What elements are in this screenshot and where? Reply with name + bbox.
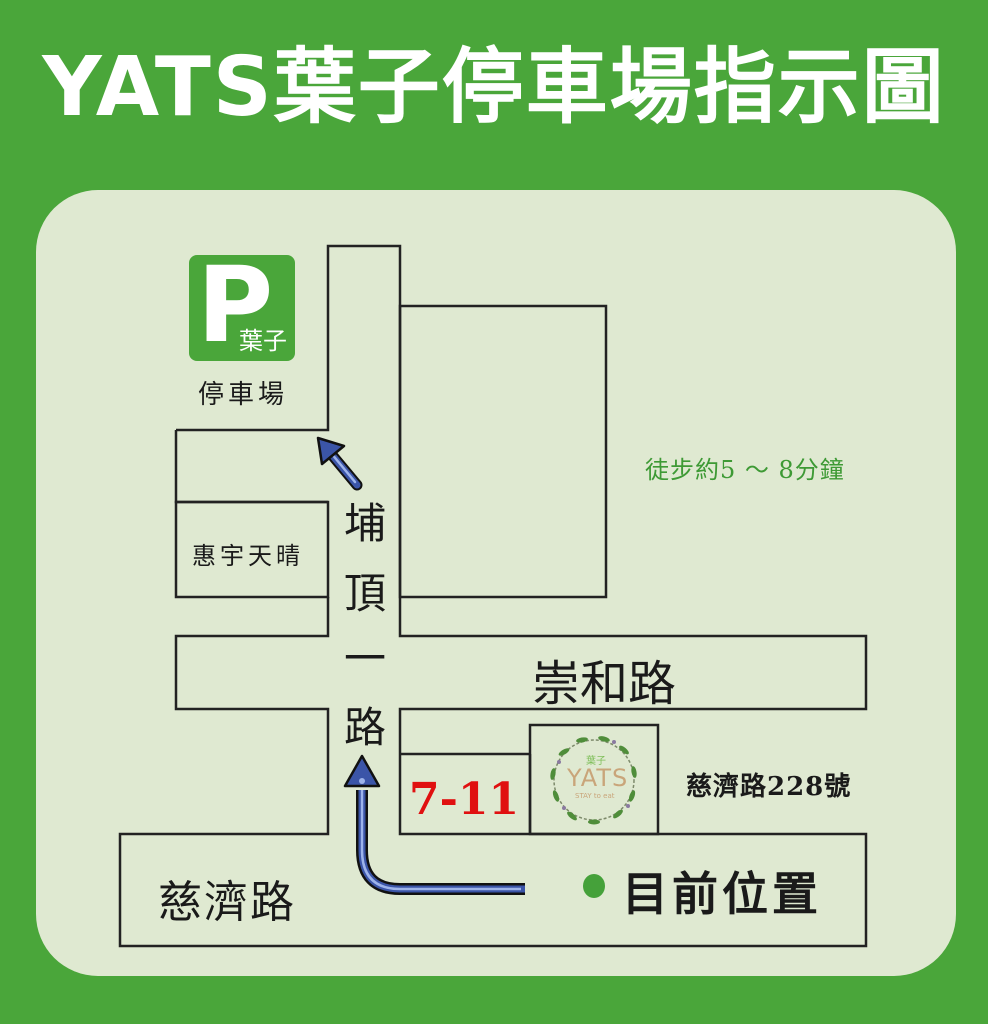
yats-logo-name: YATS — [567, 764, 629, 792]
parking-sign-icon: P 葉子 — [189, 245, 295, 365]
road-label-char: 頂 — [343, 569, 386, 618]
route-arrow-diagonal-icon — [316, 436, 363, 491]
building-huiyu-label: 惠宇天晴 — [192, 542, 304, 570]
parking-letter: P — [197, 244, 274, 366]
road-label-char: 埔 — [343, 499, 386, 548]
page-title: YATS葉子停車場指示圖 — [42, 40, 946, 135]
road-label-char: 一 — [343, 634, 386, 683]
seven-eleven-label: 7-11 — [409, 774, 520, 825]
route-arrow-icon — [343, 754, 525, 895]
road-chonghe-label: 崇和路 — [532, 656, 677, 712]
road-edge — [118, 244, 868, 948]
block-left-upper — [174, 430, 328, 504]
yats-logo-top: 葉子 — [586, 756, 606, 767]
road-label-char: 路 — [343, 703, 386, 752]
current-location-label: 目前位置 — [622, 867, 822, 921]
road-ciji-label: 慈濟路 — [158, 877, 296, 928]
block-huiyu — [174, 500, 330, 599]
address-label: 慈濟路228號 — [686, 772, 852, 802]
block-logo — [528, 723, 660, 836]
location-dot-icon — [583, 874, 605, 898]
walk-time-label: 徒步約5 ～ 8分鐘 — [645, 456, 845, 484]
yats-logo: 葉子 YATS STAY to eat — [531, 726, 658, 834]
yats-wreath-logo — [550, 736, 637, 825]
yats-logo-tagline: STAY to eat — [575, 792, 615, 800]
block-right — [398, 304, 608, 599]
parking-label: 停車場 — [198, 380, 289, 410]
parking-sign-subtitle: 葉子 — [239, 327, 287, 355]
